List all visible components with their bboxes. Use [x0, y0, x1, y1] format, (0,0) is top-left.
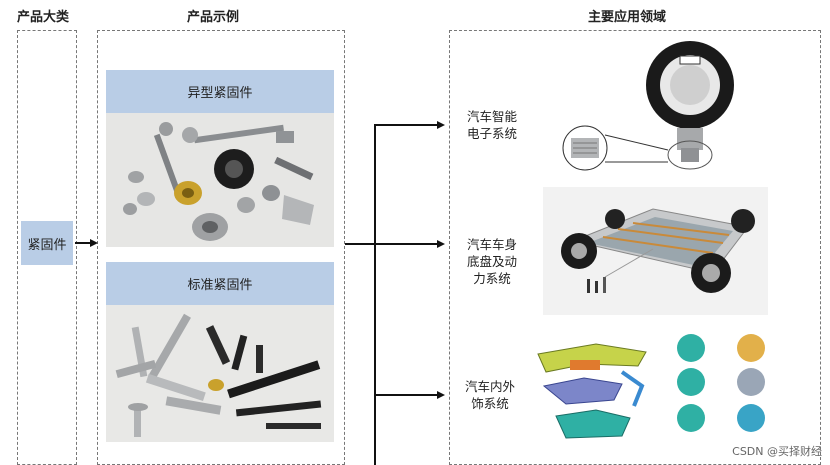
app-label-electronics: 汽车智能 电子系统: [452, 108, 532, 142]
header-category: 产品大类: [17, 10, 70, 25]
app-label-chassis-line2: 底盘及动: [466, 254, 517, 269]
app-label-interior-line1: 汽车内外: [464, 379, 515, 394]
app-label-interior: 汽车内外 饰系统: [450, 378, 530, 412]
standard-fasteners-photo: [106, 305, 334, 442]
app-label-interior-line2: 饰系统: [471, 396, 509, 411]
connector-vertical: [374, 124, 376, 465]
special-fasteners-photo: [106, 113, 334, 247]
arrow-app-2-line: [374, 243, 438, 245]
header-applications: 主要应用领域: [588, 10, 667, 25]
ev-chassis-image: [543, 187, 768, 315]
arrow-app-3-head: [437, 391, 445, 399]
arrow-app-2-head: [437, 240, 445, 248]
standard-fasteners-title: 标准紧固件: [106, 262, 334, 305]
header-examples: 产品示例: [187, 10, 240, 25]
watermark: CSDN @买择财经: [732, 445, 822, 458]
arrow-category-line: [75, 242, 91, 244]
arrow-app-1-head: [437, 121, 445, 129]
app-label-electronics-line2: 电子系统: [466, 126, 517, 141]
standard-fasteners-panel: 标准紧固件: [106, 262, 334, 442]
app-label-chassis: 汽车车身 底盘及动 力系统: [452, 236, 532, 287]
special-fasteners-title: 异型紧固件: [106, 70, 334, 113]
interior-trim-image: [537, 334, 765, 439]
tire-sensor-image: [562, 41, 734, 171]
connector-horizontal: [345, 243, 375, 245]
arrow-app-3-line: [374, 394, 438, 396]
app-label-chassis-line3: 力系统: [473, 271, 511, 286]
arrow-category-head: [90, 239, 98, 247]
category-label: 紧固件: [21, 221, 73, 265]
app-label-electronics-line1: 汽车智能: [466, 109, 517, 124]
special-fasteners-panel: 异型紧固件: [106, 70, 334, 247]
app-label-chassis-line1: 汽车车身: [466, 237, 517, 252]
arrow-app-1-line: [374, 124, 438, 126]
